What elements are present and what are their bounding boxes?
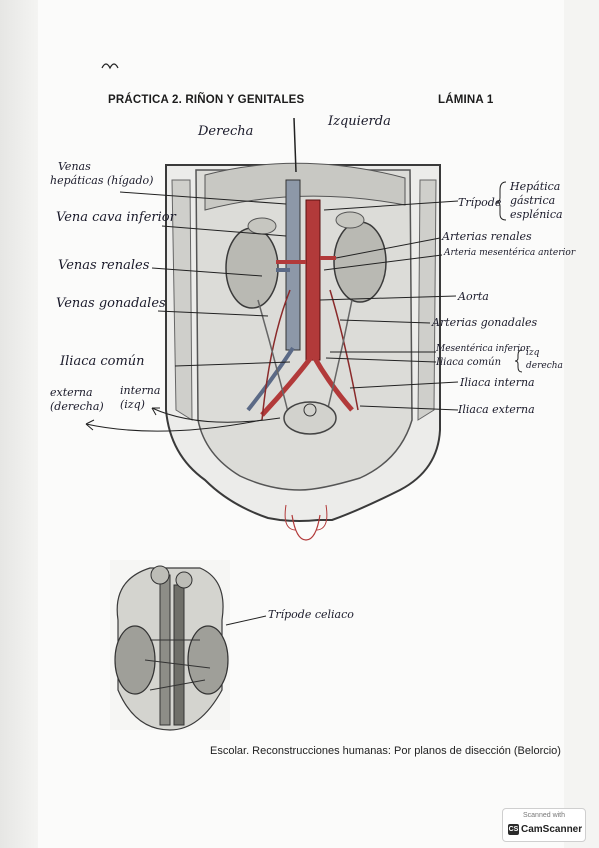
scan-shadow <box>0 0 38 848</box>
orientation-left: Izquierda <box>328 114 391 129</box>
label-venas-gonadales: Venas gonadales <box>56 296 166 311</box>
label-aorta: Aorta <box>458 290 489 303</box>
label-iliaca-comun-right: Iliaca común <box>436 357 502 368</box>
label-tripode-celiaco: Trípode celiaco <box>268 608 354 621</box>
label-mesenterica-anterior: Arteria mesentérica anterior <box>444 248 576 258</box>
label-venas-hepaticas-line2: hepáticas (hígado) <box>50 174 154 187</box>
orientation-right: Derecha <box>198 124 254 139</box>
plate-number: LÁMINA 1 <box>438 94 494 106</box>
label-arterias-renales: Arterias renales <box>442 230 532 243</box>
camscanner-brand: CamScanner <box>521 824 583 835</box>
label-iliaca-izq: izq <box>526 348 540 358</box>
label-mesenterica-inferior: Mesentérica inferior <box>436 344 530 354</box>
label-interna-side: (izq) <box>120 398 145 411</box>
source-caption: Escolar. Reconstrucciones humanas: Por p… <box>210 745 561 757</box>
label-tripode-esplenica: esplénica <box>510 208 563 221</box>
camscanner-icon: CS <box>508 824 519 835</box>
label-interna: interna <box>120 384 161 397</box>
label-tripode-hepatica: Hepática <box>510 180 561 193</box>
label-iliaca-externa: Iliaca externa <box>458 403 535 416</box>
camscanner-badge: Scanned with CS CamScanner <box>502 808 586 842</box>
label-externa-side: (derecha) <box>50 400 104 413</box>
label-vena-cava: Vena cava inferior <box>56 210 176 225</box>
label-venas-renales: Venas renales <box>58 258 150 273</box>
label-iliaca-interna: Iliaca interna <box>460 376 535 389</box>
label-venas-hepaticas-line1: Venas <box>58 160 91 173</box>
practice-title: PRÁCTICA 2. RIÑON Y GENITALES <box>108 94 305 106</box>
label-arterias-gonadales: Arterias gonadales <box>432 316 538 329</box>
label-iliaca-derecha: derecha <box>526 361 563 371</box>
label-tripode-gastrica: gástrica <box>510 194 556 207</box>
scanned-with-text: Scanned with <box>522 812 566 819</box>
label-tripode: Trípode <box>458 196 502 209</box>
label-iliaca-comun-left: Iliaca común <box>60 354 145 369</box>
label-externa: externa <box>50 386 93 399</box>
